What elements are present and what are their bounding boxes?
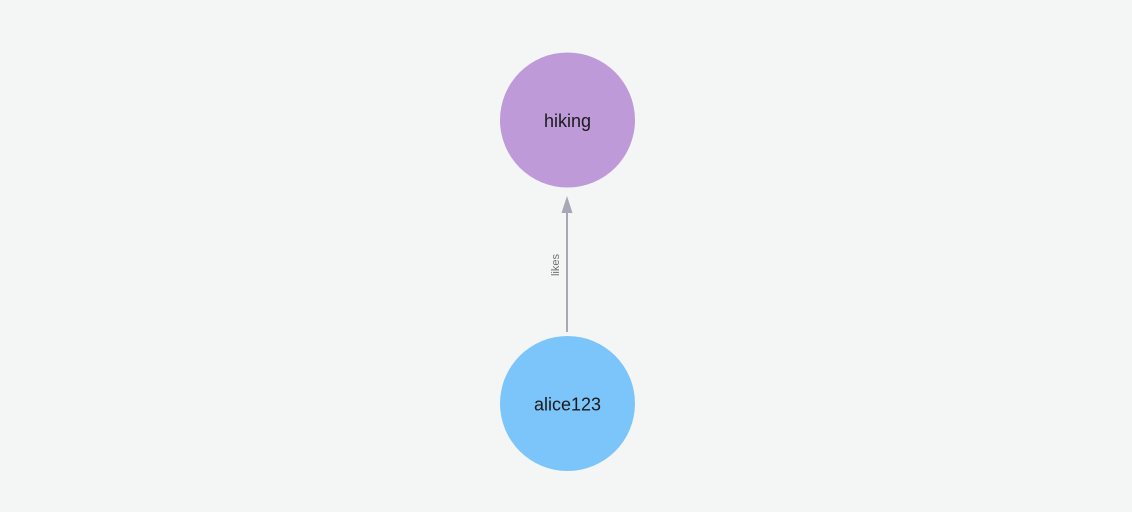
node-hiking-circle[interactable] [500, 52, 635, 188]
edges-layer: likes [550, 196, 573, 332]
edge-likes[interactable]: likes [550, 196, 573, 332]
node-alice123-circle[interactable] [500, 336, 635, 471]
node-hiking[interactable]: hiking [500, 52, 635, 188]
node-alice123[interactable]: alice123 [500, 336, 635, 471]
edge-likes-label: likes [550, 254, 562, 277]
edge-likes-arrowhead-icon [561, 196, 573, 213]
